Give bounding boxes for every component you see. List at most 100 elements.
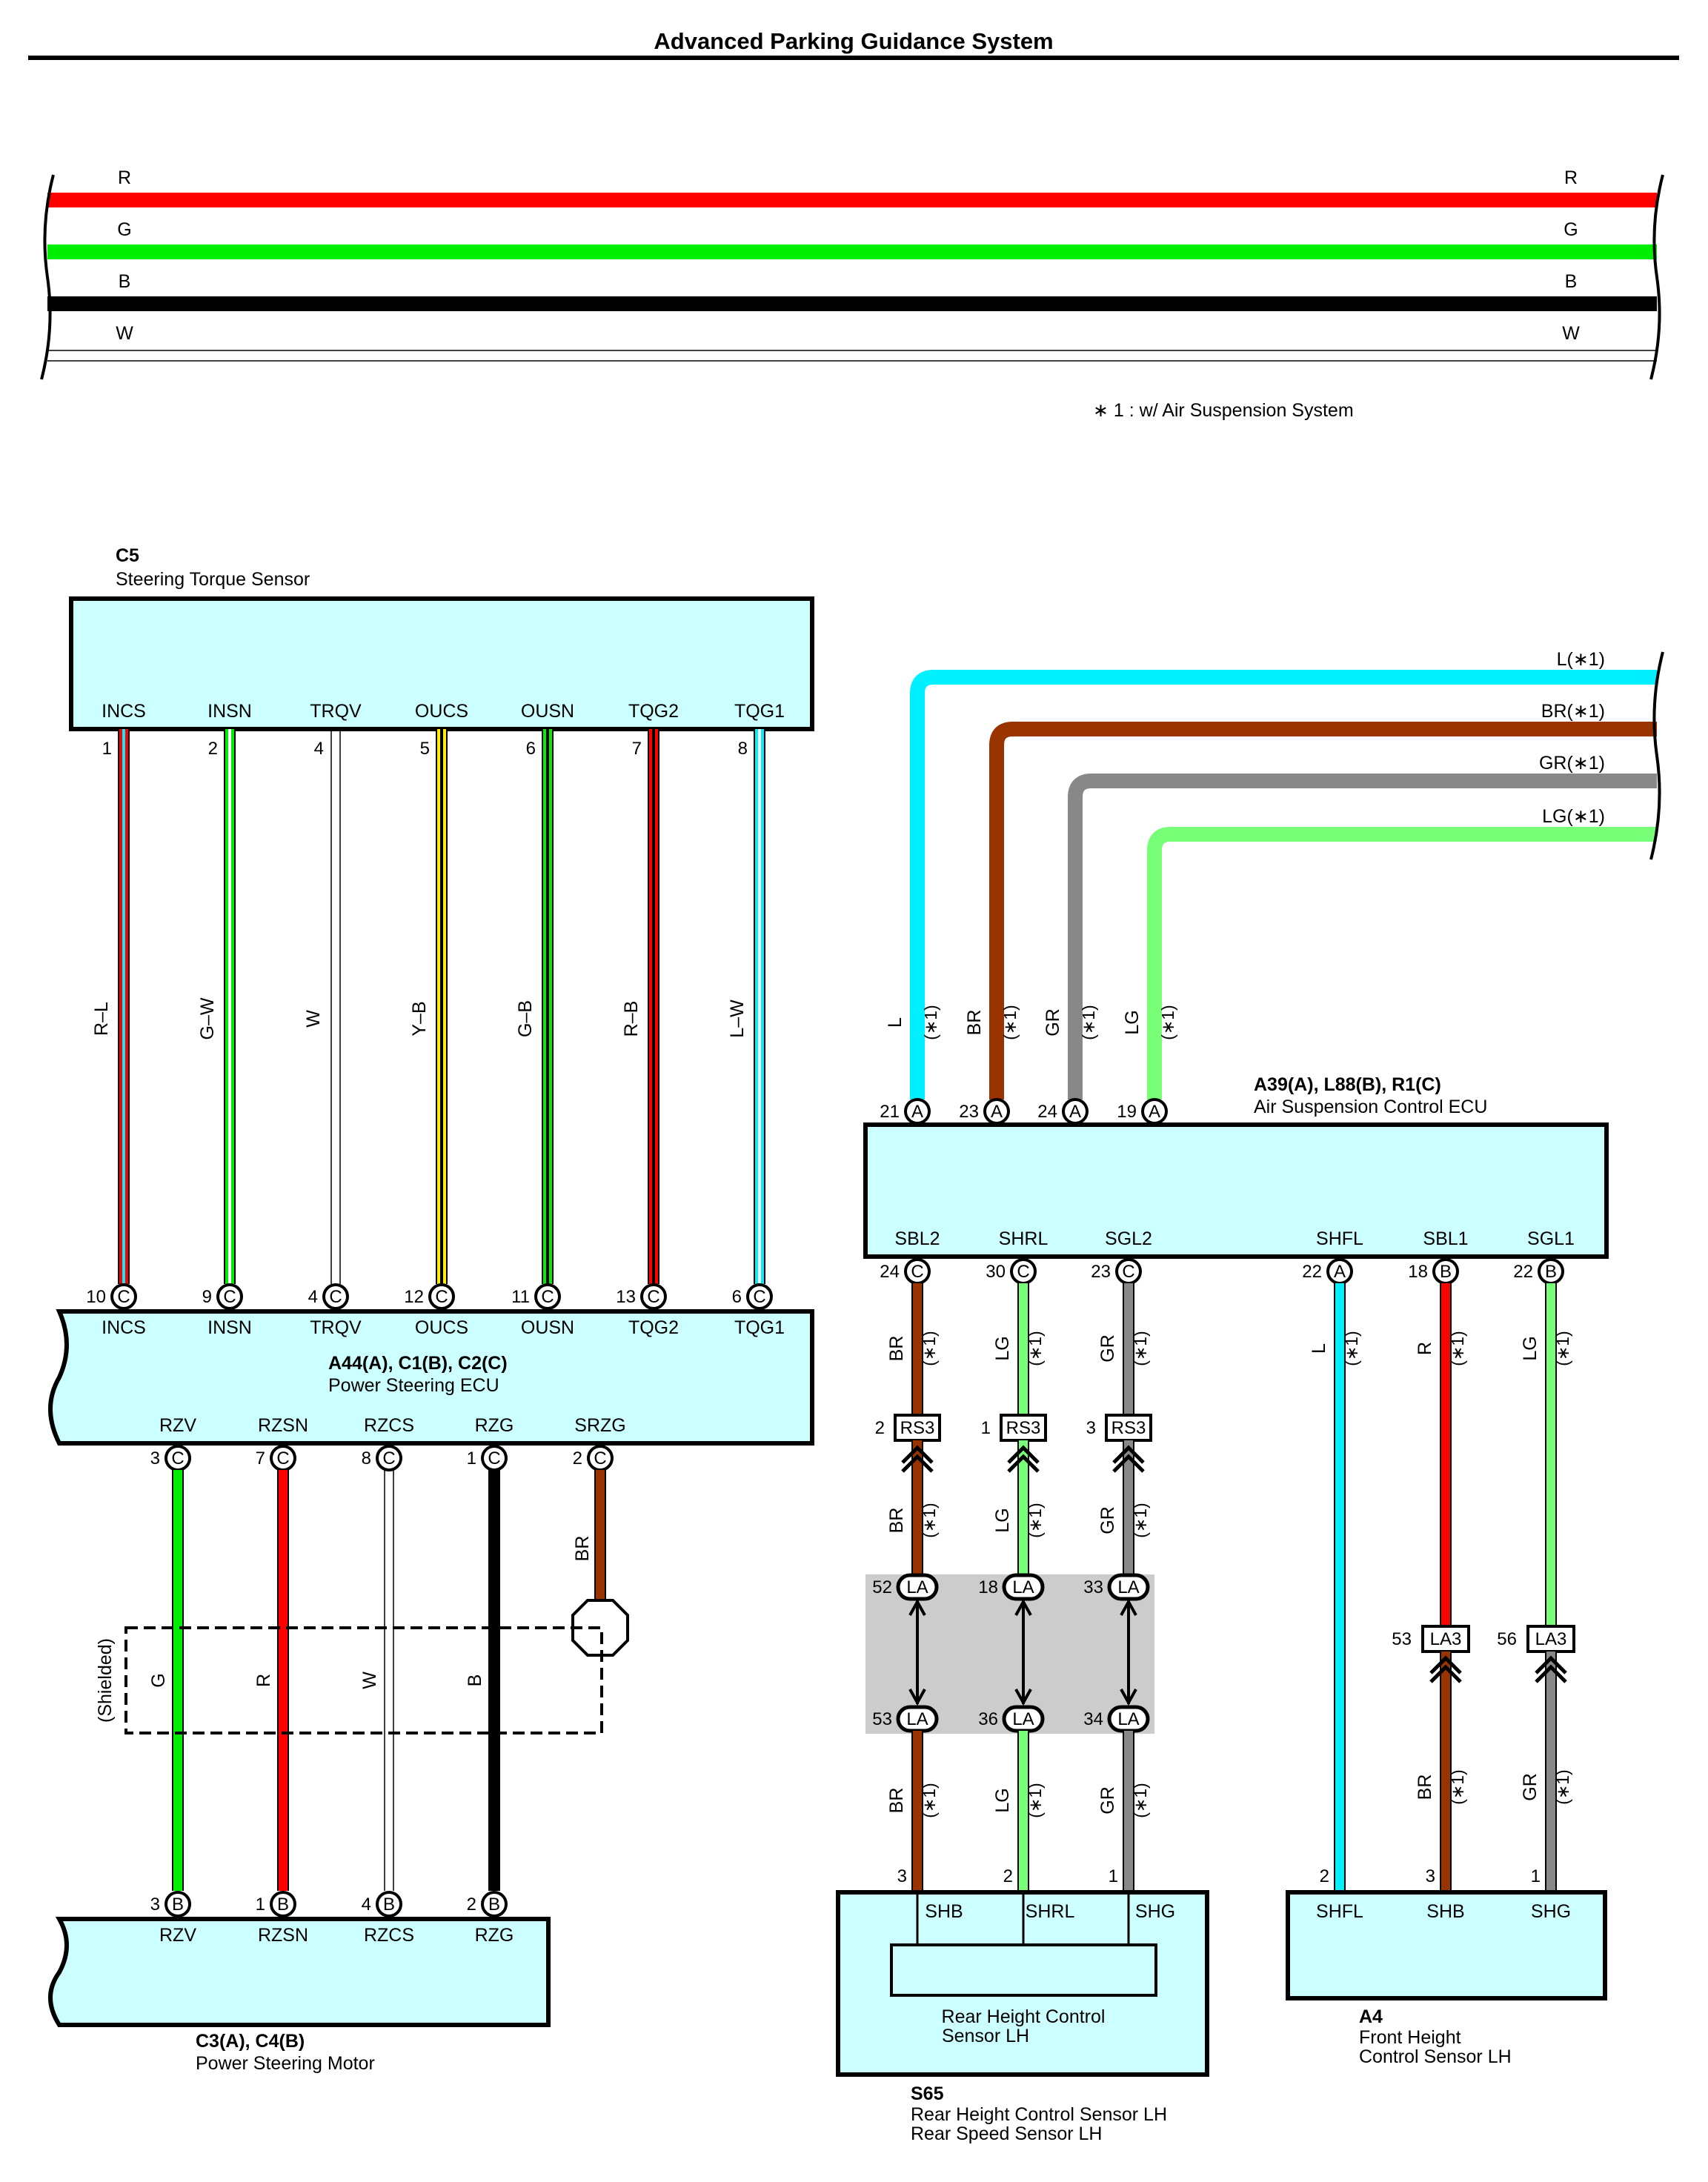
a4-terminal: SHG bbox=[1531, 1901, 1571, 1922]
rear-wire-note: (∗1) bbox=[1131, 1331, 1150, 1366]
c5-wire-color: G–B bbox=[515, 1000, 536, 1037]
a39-top-pin-circle-letter: A bbox=[991, 1102, 1003, 1122]
rs3-chevron-b bbox=[1007, 1454, 1040, 1473]
a44-top-terminal: TQG1 bbox=[734, 1317, 785, 1338]
a4-code: A4 bbox=[1359, 2006, 1383, 2027]
a44-top-terminal: TQG2 bbox=[628, 1317, 679, 1338]
c3-pin: 2 bbox=[467, 1895, 476, 1915]
a39-lead-label: L(∗1) bbox=[1557, 649, 1605, 670]
la3-chevron-a bbox=[1429, 1655, 1462, 1674]
a44-bottom-pin-circle-letter: C bbox=[171, 1448, 184, 1468]
c3-pin-circle bbox=[481, 1891, 508, 1917]
la3-connector bbox=[1526, 1625, 1575, 1653]
a44-bottom-pin-circle-letter: C bbox=[276, 1448, 289, 1468]
a4-name-1: Front Height bbox=[1359, 2027, 1461, 2048]
bus-label-right: R bbox=[1564, 167, 1578, 188]
c5-wire-color: L–W bbox=[727, 999, 748, 1038]
srzg-wire-color: BR bbox=[572, 1536, 593, 1562]
a39-bottom-pin-circle-letter: C bbox=[1122, 1262, 1134, 1282]
c3-pin: 3 bbox=[150, 1895, 160, 1915]
rs3-chevron-a bbox=[1007, 1445, 1040, 1464]
a44-top-pin: 4 bbox=[308, 1287, 318, 1307]
a44-bottom-pin-circle bbox=[376, 1445, 402, 1471]
a39-box bbox=[863, 1122, 1609, 1259]
la-bottom-connector-label: LA bbox=[906, 1709, 928, 1729]
c5-terminal: TQG2 bbox=[628, 701, 679, 722]
la3-chevron-b bbox=[1429, 1664, 1462, 1683]
a39-lead-lg bbox=[1147, 827, 1657, 1100]
c3-terminal: RZG bbox=[475, 1925, 514, 1946]
bus-label-right: B bbox=[1565, 271, 1578, 292]
a4-pin: 3 bbox=[1426, 1866, 1435, 1886]
a39-bottom-pin: 22 bbox=[1513, 1262, 1533, 1282]
a44-top-terminal: OUSN bbox=[521, 1317, 574, 1338]
front-wire-note: (∗1) bbox=[1553, 1769, 1572, 1804]
c5-name: Steering Torque Sensor bbox=[116, 569, 310, 590]
a44-top-pin-circle-letter: C bbox=[117, 1287, 130, 1307]
a44-top-pin-circle-letter: C bbox=[435, 1287, 448, 1307]
rear-wire-note: (∗1) bbox=[920, 1503, 939, 1537]
a44-top-pin-circle-letter: C bbox=[329, 1287, 342, 1307]
la-link-arrow bbox=[908, 1598, 926, 1706]
a39-top-pin-circle-letter: A bbox=[1069, 1102, 1081, 1122]
a44-top-pin: 12 bbox=[404, 1287, 424, 1307]
c3-box bbox=[48, 1917, 551, 2027]
la-link-arrow bbox=[1014, 1598, 1032, 1706]
rs3-pin: 3 bbox=[1086, 1418, 1096, 1438]
s65-terminal: SHRL bbox=[1026, 1901, 1075, 1922]
c3-terminal: RZSN bbox=[258, 1925, 308, 1946]
a39-lead-br bbox=[989, 722, 1657, 1100]
motor-wire-color: W bbox=[359, 1672, 380, 1689]
front-wire-color: R bbox=[1415, 1342, 1435, 1355]
c5-pin: 7 bbox=[632, 739, 642, 759]
bus-break-right bbox=[1649, 174, 1664, 380]
a44-top-terminal: INCS bbox=[102, 1317, 146, 1338]
rear-wire-note: (∗1) bbox=[1026, 1783, 1045, 1817]
la-bottom-pin: 34 bbox=[1083, 1709, 1103, 1729]
a39-top-wire-color: GR bbox=[1043, 1008, 1063, 1037]
a44-top-pin: 9 bbox=[202, 1287, 212, 1307]
c3-pin-circle bbox=[376, 1891, 402, 1917]
front-wire-note: (∗1) bbox=[1448, 1331, 1467, 1366]
c3-terminal: RZCS bbox=[364, 1925, 414, 1946]
la-top-connector-label: LA bbox=[1012, 1577, 1034, 1597]
c5-terminal: INCS bbox=[102, 701, 146, 722]
a39-top-pin: 19 bbox=[1117, 1102, 1137, 1122]
a44-bottom-pin: 7 bbox=[256, 1448, 265, 1468]
c5-pin: 6 bbox=[526, 739, 536, 759]
a44-bottom-terminal: RZSN bbox=[258, 1415, 308, 1436]
bus-label-left: G bbox=[117, 219, 131, 240]
s65-inner-label-1: Rear Height Control bbox=[942, 2006, 1106, 2027]
a39-lead-label: LG(∗1) bbox=[1542, 806, 1605, 827]
a39-lead-label: GR(∗1) bbox=[1539, 753, 1605, 774]
c3-pin: 4 bbox=[362, 1895, 371, 1915]
a39-bottom-terminal: SBL2 bbox=[894, 1228, 940, 1249]
c5-wire-color: G–W bbox=[197, 997, 218, 1040]
rear-wire-note: (∗1) bbox=[920, 1783, 939, 1817]
rear-wire-color: BR bbox=[886, 1336, 907, 1362]
c5-wire-color: R–L bbox=[91, 1002, 112, 1036]
a4-pin: 2 bbox=[1320, 1866, 1329, 1886]
c5-wire-color: W bbox=[303, 1010, 324, 1028]
a44-bottom-pin-circle-letter: C bbox=[594, 1448, 606, 1468]
a44-top-pin: 10 bbox=[86, 1287, 106, 1307]
a44-bottom-pin: 2 bbox=[573, 1448, 582, 1468]
la-top-pin: 52 bbox=[872, 1577, 892, 1597]
rear-wire-color: BR bbox=[886, 1788, 907, 1814]
a4-pin: 1 bbox=[1531, 1866, 1541, 1886]
motor-wire-color: B bbox=[465, 1674, 485, 1687]
la-link-arrow bbox=[1120, 1598, 1137, 1706]
a44-bottom-pin-circle-letter: C bbox=[488, 1448, 500, 1468]
a44-top-pin-circle bbox=[534, 1283, 561, 1310]
rear-wire-color: LG bbox=[992, 1336, 1013, 1360]
c5-pin: 5 bbox=[420, 739, 430, 759]
a44-top-pin-circle bbox=[640, 1283, 667, 1310]
rs3-chevron-a bbox=[901, 1445, 934, 1464]
a44-code: A44(A), C1(B), C2(C) bbox=[328, 1353, 508, 1374]
c3-pin-circle-letter: B bbox=[172, 1895, 184, 1915]
a44-top-pin-circle bbox=[322, 1283, 349, 1310]
a44-bottom-pin: 8 bbox=[362, 1448, 371, 1468]
a44-bottom-pin: 1 bbox=[467, 1448, 476, 1468]
la3-connector-label: LA3 bbox=[1430, 1629, 1462, 1649]
rs3-chevron-a bbox=[1112, 1445, 1145, 1464]
